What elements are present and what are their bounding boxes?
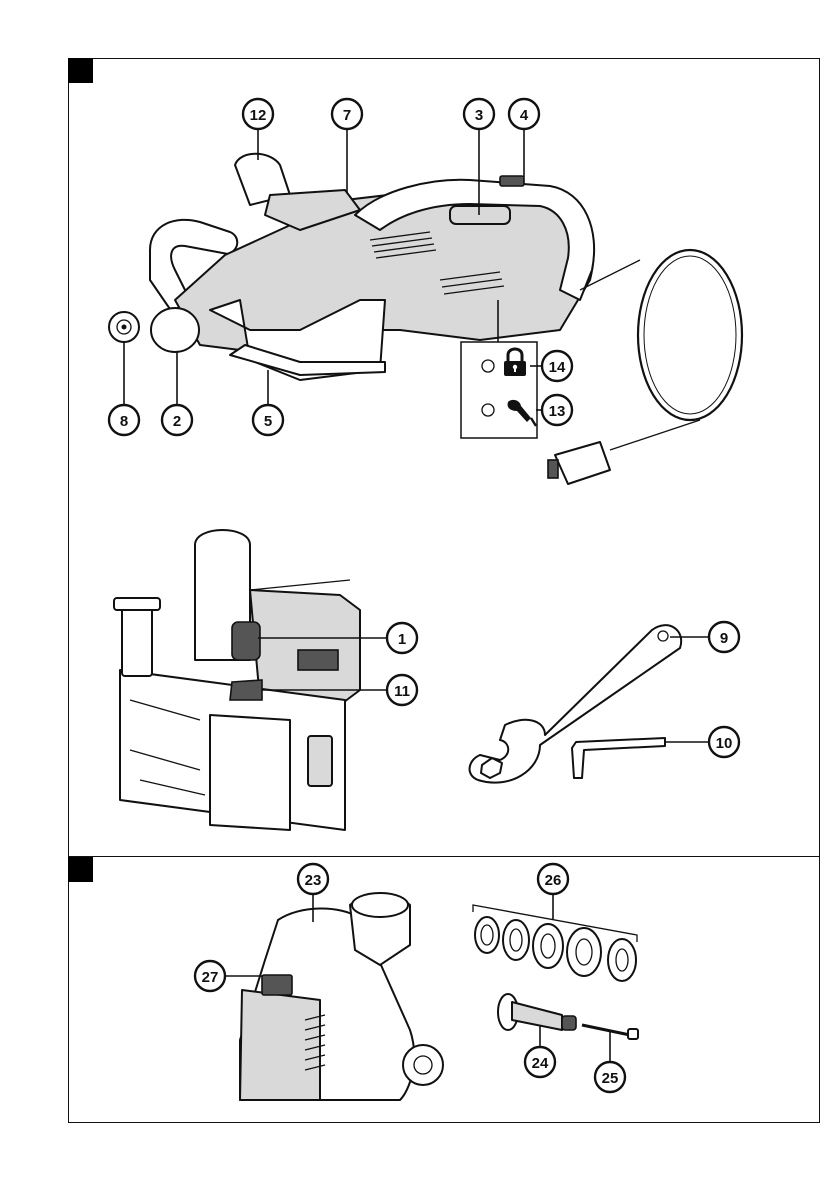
svg-text:2: 2 (173, 413, 181, 430)
svg-text:23: 23 (305, 872, 322, 889)
flange-bolt-illustration (498, 994, 576, 1030)
svg-text:12: 12 (250, 107, 267, 124)
svg-text:3: 3 (475, 107, 483, 124)
svg-text:27: 27 (202, 969, 219, 986)
callout-13: 13 (542, 395, 572, 425)
callout-5: 5 (253, 405, 283, 435)
svg-text:5: 5 (264, 413, 272, 430)
svg-text:25: 25 (602, 1070, 619, 1087)
callout-27: 27 (195, 961, 225, 991)
callout-14: 14 (542, 351, 572, 381)
svg-text:10: 10 (716, 735, 733, 752)
svg-text:14: 14 (549, 359, 566, 376)
callout-4: 4 (509, 99, 539, 129)
svg-text:4: 4 (520, 107, 529, 124)
callout-8: 8 (109, 405, 139, 435)
svg-text:1: 1 (398, 631, 406, 648)
svg-text:9: 9 (720, 630, 728, 647)
svg-text:13: 13 (549, 403, 566, 420)
wall-chaser-illustration (109, 154, 742, 484)
callout-3: 3 (464, 99, 494, 129)
spacer-washers-illustration (473, 895, 637, 981)
svg-text:24: 24 (532, 1055, 549, 1072)
callout-10: 10 (709, 727, 739, 757)
svg-text:8: 8 (120, 413, 128, 430)
callout-25: 25 (595, 1062, 625, 1092)
guard-cover-illustration (240, 893, 443, 1100)
guard-closeup-illustration (114, 530, 360, 830)
callout-26: 26 (538, 864, 568, 894)
callout-12: 12 (243, 99, 273, 129)
svg-text:7: 7 (343, 107, 351, 124)
callout-2: 2 (162, 405, 192, 435)
hex-key-illustration (572, 738, 665, 778)
svg-text:26: 26 (545, 872, 562, 889)
callout-1: 1 (387, 623, 417, 653)
callout-24: 24 (525, 1047, 555, 1077)
svg-text:11: 11 (394, 683, 410, 700)
callout-11: 11 (387, 675, 417, 705)
callout-7: 7 (332, 99, 362, 129)
callout-9: 9 (709, 622, 739, 652)
callout-23: 23 (298, 864, 328, 894)
